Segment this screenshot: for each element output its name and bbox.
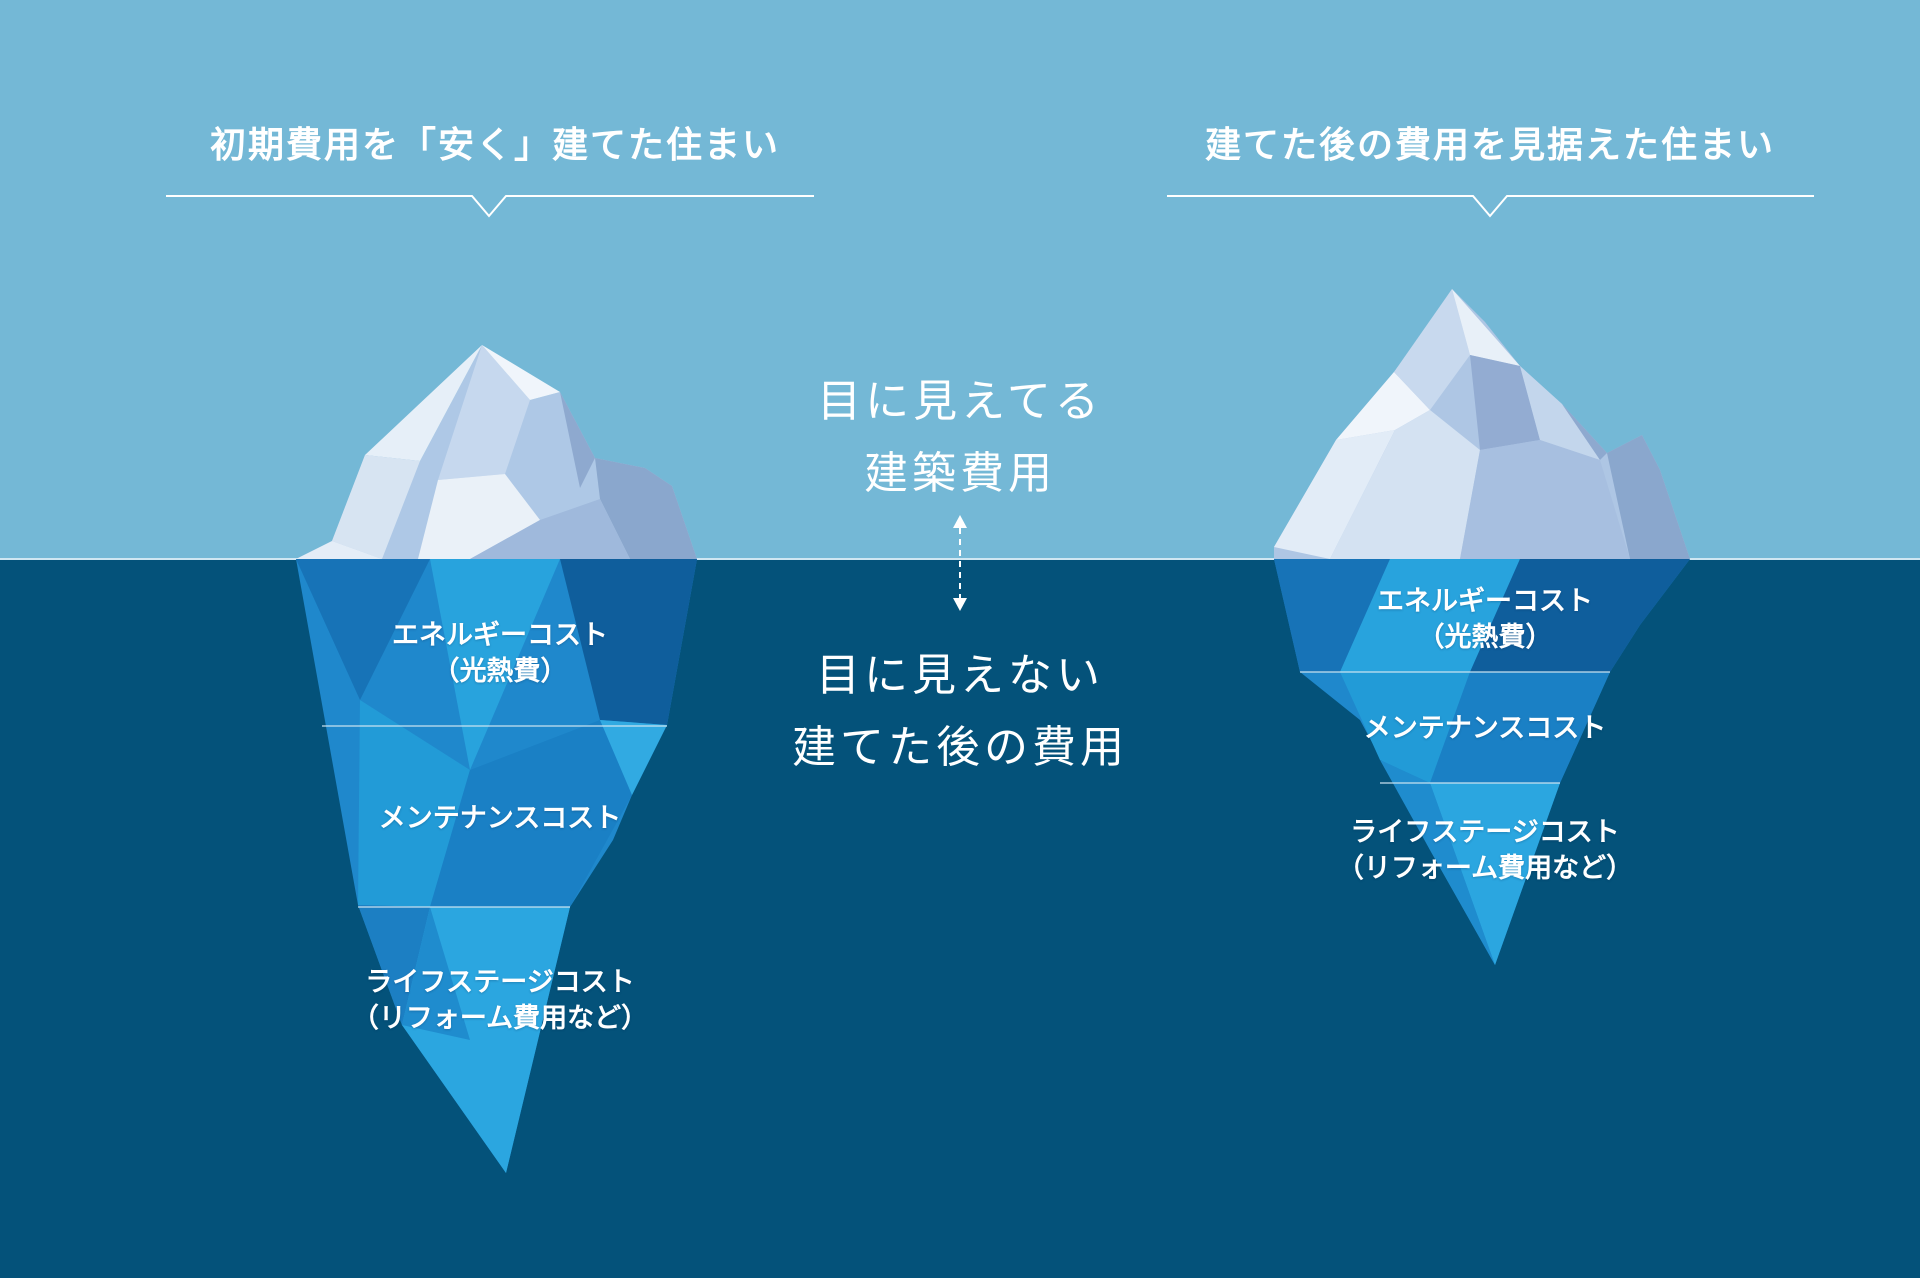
left-energy-cost-sub: （光熱費） [432, 656, 568, 687]
right-lifestage-cost-label: ライフステージコスト （リフォーム費用など） [1255, 815, 1715, 887]
left-lifestage-cost-label: ライフステージコスト （リフォーム費用など） [270, 965, 730, 1037]
visible-cost-label: 目に見えてる 建築費用 [720, 366, 1200, 510]
visible-cost-line-2: 建築費用 [864, 448, 1056, 499]
right-energy-cost-title: エネルギーコスト [1377, 586, 1593, 617]
left-energy-cost-label: エネルギーコスト （光熱費） [300, 618, 700, 690]
right-heading: 建てた後の費用を見据えた住まい [1204, 125, 1775, 166]
left-heading-bracket [166, 195, 814, 218]
right-iceberg-base [1274, 559, 1690, 965]
right-iceberg-tip [1274, 289, 1690, 559]
right-lifestage-cost-sub: （リフォーム費用など） [1336, 853, 1634, 884]
left-maintenance-cost-label: メンテナンスコスト [300, 801, 700, 837]
left-iceberg-tip [296, 345, 697, 559]
right-lifestage-cost-title: ライフステージコスト [1350, 817, 1620, 848]
right-heading-bracket [1167, 195, 1814, 218]
invisible-cost-line-2: 建てた後の費用 [792, 722, 1128, 773]
right-maintenance-cost-title: メンテナンスコスト [1363, 713, 1607, 744]
left-lifestage-cost-sub: （リフォーム費用など） [351, 1003, 649, 1034]
double-arrow-icon [953, 515, 967, 611]
right-maintenance-cost-label: メンテナンスコスト [1285, 711, 1685, 747]
left-lifestage-cost-title: ライフステージコスト [365, 967, 635, 998]
left-maintenance-cost-title: メンテナンスコスト [378, 803, 622, 834]
left-heading: 初期費用を「安く」建てた住まい [209, 125, 780, 166]
visible-cost-line-1: 目に見えてる [817, 376, 1103, 427]
invisible-cost-label: 目に見えない 建てた後の費用 [720, 640, 1200, 784]
right-energy-cost-sub: （光熱費） [1417, 622, 1553, 653]
left-iceberg-base [296, 559, 697, 1173]
left-energy-cost-title: エネルギーコスト [392, 620, 608, 651]
right-energy-cost-label: エネルギーコスト （光熱費） [1285, 584, 1685, 656]
invisible-cost-line-1: 目に見えない [816, 650, 1104, 701]
